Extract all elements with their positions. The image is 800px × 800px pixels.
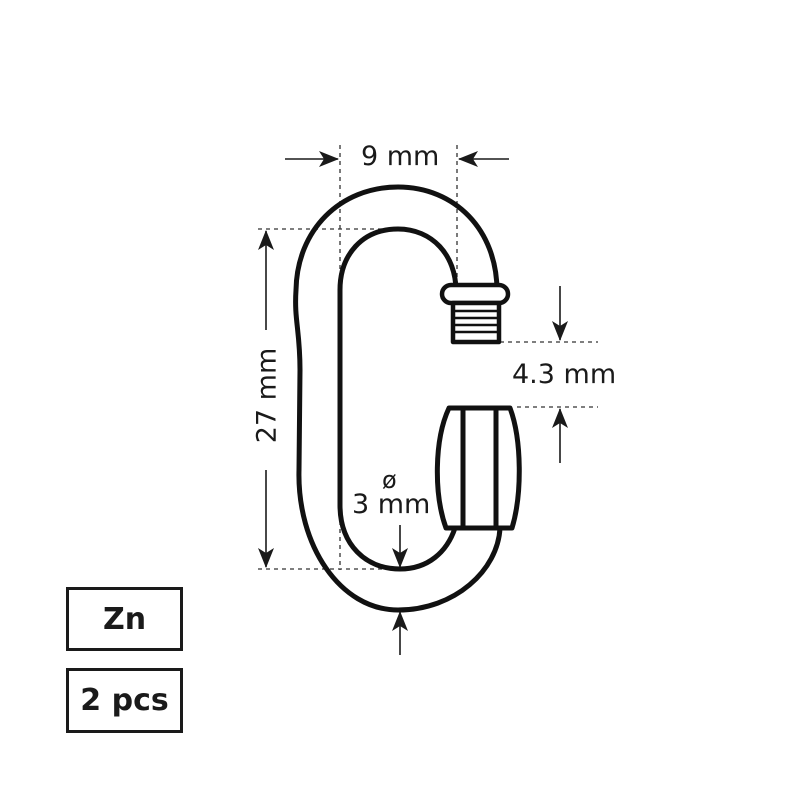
- gate-opening-dimension-label: 4.3 mm: [512, 359, 617, 390]
- gate-sleeve: [434, 405, 522, 531]
- width-dimension-label: 9 mm: [361, 141, 440, 172]
- wire-diameter-label: 3 mm: [352, 489, 431, 520]
- wire-diameter-symbol: ø: [382, 466, 397, 494]
- material-badge: Zn: [66, 587, 183, 651]
- dimension-arrows: [258, 151, 568, 655]
- quantity-badge-text: 2 pcs: [80, 683, 169, 718]
- threaded-end: [439, 282, 511, 345]
- carabiner-body: [293, 184, 503, 613]
- material-badge-text: Zn: [102, 601, 147, 637]
- length-dimension-label: 27 mm: [251, 347, 283, 444]
- quantity-badge: 2 pcs: [66, 668, 183, 733]
